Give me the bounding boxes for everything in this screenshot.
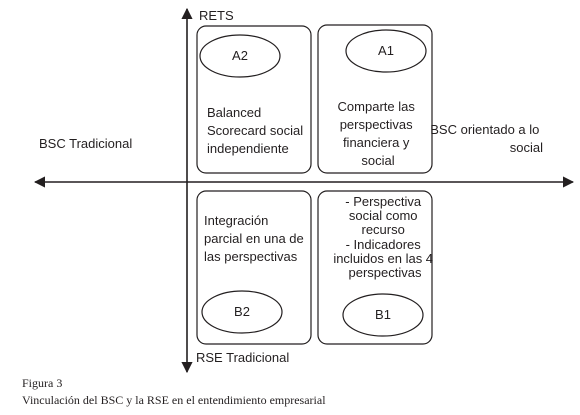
quadrant-b1: B1 - Perspectiva social como recurso - I… bbox=[317, 190, 436, 345]
oval-a2 bbox=[199, 34, 281, 78]
quadrant-text-a1: Comparte las perspectivas financiera y s… bbox=[338, 99, 419, 168]
axis-label-left: BSC Tradicional bbox=[39, 136, 132, 151]
oval-label-b2: B2 bbox=[234, 304, 250, 319]
oval-b1 bbox=[342, 293, 424, 337]
oval-label-a2: A2 bbox=[232, 48, 248, 63]
oval-b2 bbox=[201, 290, 283, 334]
quadrant-b2: B2 Integración parcial en una de las per… bbox=[196, 190, 312, 345]
oval-a1 bbox=[345, 29, 427, 73]
axis-label-right: BSC orientado a lo social bbox=[430, 122, 543, 155]
quadrant-text-b2: Integración parcial en una de las perspe… bbox=[204, 213, 307, 264]
figure-caption: Vinculación del BSC y la RSE en el enten… bbox=[22, 393, 326, 407]
quadrant-text-a2: Balanced Scorecard social independiente bbox=[207, 105, 307, 156]
figure-number: Figura 3 bbox=[22, 376, 62, 390]
quadrant-a2: A2 Balanced Scorecard social independien… bbox=[196, 25, 312, 174]
oval-label-a1: A1 bbox=[378, 43, 394, 58]
oval-label-b1: B1 bbox=[375, 307, 391, 322]
axis-label-top: RETS bbox=[199, 8, 234, 23]
quadrant-a1: A1 Comparte las perspectivas financiera … bbox=[317, 24, 433, 174]
axis-label-bottom: RSE Tradicional bbox=[196, 350, 289, 365]
quadrant-text-b1: - Perspectiva social como recurso - Indi… bbox=[333, 194, 436, 280]
